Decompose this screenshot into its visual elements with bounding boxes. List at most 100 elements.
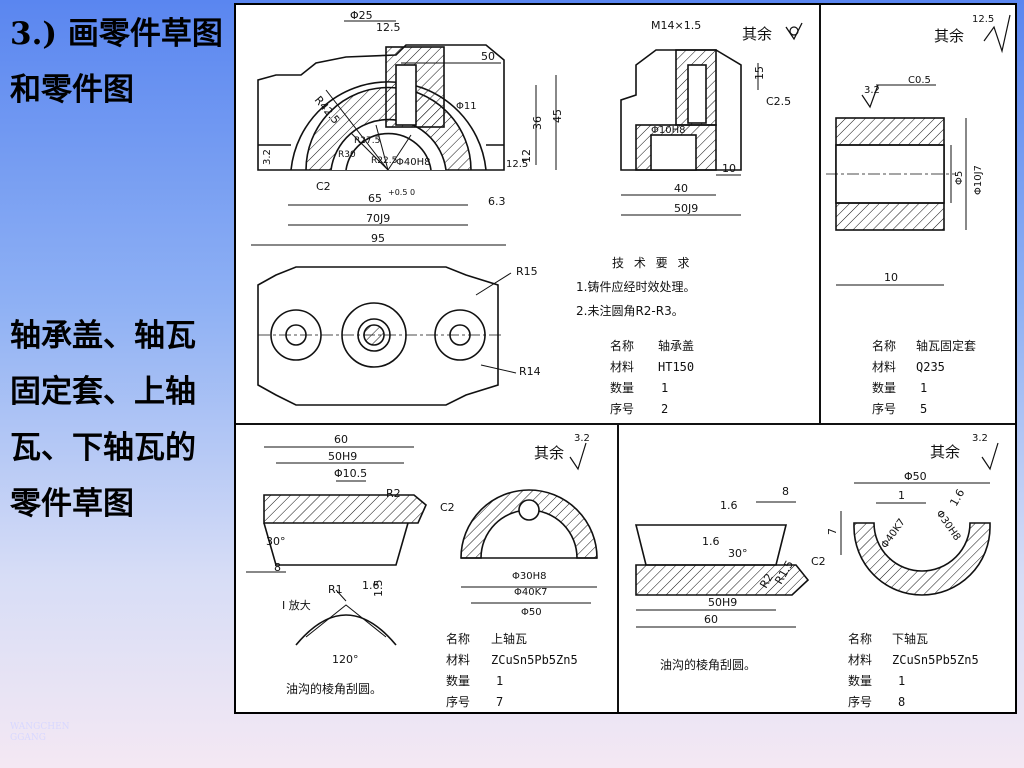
panel-dividers [236, 5, 1015, 712]
info-key: 数量 [610, 380, 634, 395]
dim-d10h8: Φ10H8 [651, 125, 685, 136]
info-key: 材料 [610, 360, 634, 374]
dim-45: 45 [551, 109, 564, 123]
dim-c2: C2 [316, 180, 331, 193]
info-value: 轴承盖 [658, 338, 694, 353]
roughness-rest-1: 其余 [742, 25, 772, 43]
info-key: 名称 [872, 338, 896, 353]
dim-1-6b: 1.6 [702, 535, 720, 548]
info-value: 2 [661, 402, 668, 416]
info-key: 数量 [872, 380, 896, 395]
info-value: 上轴瓦 [491, 631, 527, 646]
dim-d50: Φ50 [904, 470, 927, 483]
dim-c2-5: C2.5 [766, 95, 791, 108]
dim-r1: R1 [328, 583, 343, 596]
dim-3-2: 3.2 [262, 149, 273, 165]
dim-r27-5: R27.5 [354, 136, 380, 146]
dim-8: 8 [782, 485, 789, 498]
dim-50h9: 50H9 [708, 596, 737, 609]
dim-1-6a: 1.6 [720, 499, 738, 512]
panel-sleeve-labels: 其余 12.5 3.2 C0.5 Φ5 Φ10J7 10 名称 轴瓦固定套 材料… [864, 14, 994, 416]
info-key: 名称 [610, 338, 634, 353]
info-key: 序号 [872, 401, 896, 416]
dim-d10-5: Φ10.5 [334, 467, 367, 480]
dim-r14: R14 [519, 365, 541, 378]
dim-m14: M14×1.5 [651, 19, 701, 32]
panel-bearing-cover-labels: Φ25 12.5 50 M14×1.5 R42.5 R27.5 R30 R22.… [262, 9, 791, 416]
drawing-sheet: Φ25 12.5 50 M14×1.5 R42.5 R27.5 R30 R22.… [234, 3, 1017, 714]
dim-d10j7: Φ10J7 [973, 165, 984, 195]
dim-60: 60 [334, 433, 348, 446]
dim-60: 60 [704, 613, 718, 626]
panel-bearing-cover [251, 20, 803, 406]
dim-1: 1 [898, 489, 905, 502]
info-value: 1 [661, 381, 668, 395]
dim-12: 12 [520, 149, 533, 163]
dim-1-6: 1.6 [362, 579, 380, 592]
info-value: 1 [496, 674, 503, 688]
note-oil-groove: 油沟的棱角刮圆。 [660, 657, 756, 672]
info-value: 轴瓦固定套 [916, 338, 976, 353]
dim-12-5b: 12.5 [506, 159, 528, 170]
dim-8: 8 [274, 561, 281, 574]
info-value: 8 [898, 695, 905, 709]
dim-1-6: 1.6 [947, 487, 967, 509]
dim-7: 7 [826, 528, 839, 535]
tech-req-item-2: 2.未注圆角R2-R3。 [576, 303, 684, 318]
dim-15: 15 [753, 66, 766, 80]
dim-r30: R30 [338, 150, 356, 160]
dim-1-5: 1.5 [372, 580, 385, 598]
panel-sleeve [826, 14, 1011, 286]
info-key: 序号 [446, 694, 470, 709]
dim-len: 10 [884, 271, 898, 284]
dim-r2: R2 [757, 571, 776, 590]
dim-d40k7: Φ40K7 [514, 587, 548, 598]
info-key: 序号 [610, 401, 634, 416]
roughness-rest-2: 其余 [934, 27, 964, 45]
info-key: 数量 [446, 673, 470, 688]
info-key: 名称 [848, 631, 872, 646]
dim-c2: C2 [440, 501, 455, 514]
slide-subheading: 轴承盖、轴瓦固定套、上轴瓦、下轴瓦的零件草图 [10, 318, 196, 522]
dim-c2: C2 [811, 555, 826, 568]
info-value: 5 [920, 402, 927, 416]
roughness-rest-3: 其余 [534, 444, 564, 462]
drawing-svg: Φ25 12.5 50 M14×1.5 R42.5 R27.5 R30 R22.… [236, 5, 1015, 712]
dim-95: 95 [371, 232, 385, 245]
dim-30deg: 30° [266, 535, 286, 548]
dim-c0-5: C0.5 [908, 75, 931, 86]
dim-70: 70J9 [366, 212, 390, 225]
roughness-rest-4: 其余 [930, 443, 960, 461]
dim-65: 65 [368, 192, 382, 205]
note-oil-groove: 油沟的棱角刮圆。 [286, 681, 382, 696]
info-key: 名称 [446, 631, 470, 646]
dim-120deg: 120° [332, 653, 359, 666]
tech-req-item-1: 1.铸件应经时效处理。 [576, 279, 695, 294]
dim-d30h8: Φ30H8 [934, 508, 963, 543]
panel-upper-bush [246, 442, 598, 646]
dim-r22-5: R22.5 [371, 156, 397, 166]
panel-lower-bush-labels: 其余 3.2 1.6 8 1.6 30° C2 R2 R1.5 50H9 60 … [660, 433, 988, 709]
info-value: Q235 [916, 360, 945, 374]
dim-d11: Φ11 [456, 101, 477, 112]
watermark: WANGCHEN GGANG [10, 722, 70, 743]
slide-heading: 3.) 画零件草图和零件图 [10, 16, 223, 108]
info-value: HT150 [658, 360, 694, 374]
panel-upper-bush-labels: 其余 3.2 60 50H9 Φ10.5 R2 C2 30° 8 R1 1.6 … [266, 433, 590, 709]
dim-d5: Φ5 [954, 171, 965, 185]
info-key: 序号 [848, 694, 872, 709]
info-key: 材料 [872, 360, 896, 374]
dim-6-3: 6.3 [488, 195, 506, 208]
dim-r15: R15 [516, 265, 538, 278]
dim-d30h8: Φ30H8 [512, 571, 546, 582]
dim-12-5: 12.5 [376, 21, 401, 34]
dim-65-tol: +0.5 0 [388, 188, 415, 197]
info-value: 7 [496, 695, 503, 709]
tech-req-title: 技 术 要 求 [612, 256, 692, 270]
dim-40: 40 [674, 182, 688, 195]
dim-r2: R2 [386, 487, 401, 500]
panel-lower-bush [634, 442, 999, 628]
info-value: 1 [898, 674, 905, 688]
info-value: 下轴瓦 [892, 631, 928, 646]
dim-d50: Φ50 [521, 607, 542, 618]
